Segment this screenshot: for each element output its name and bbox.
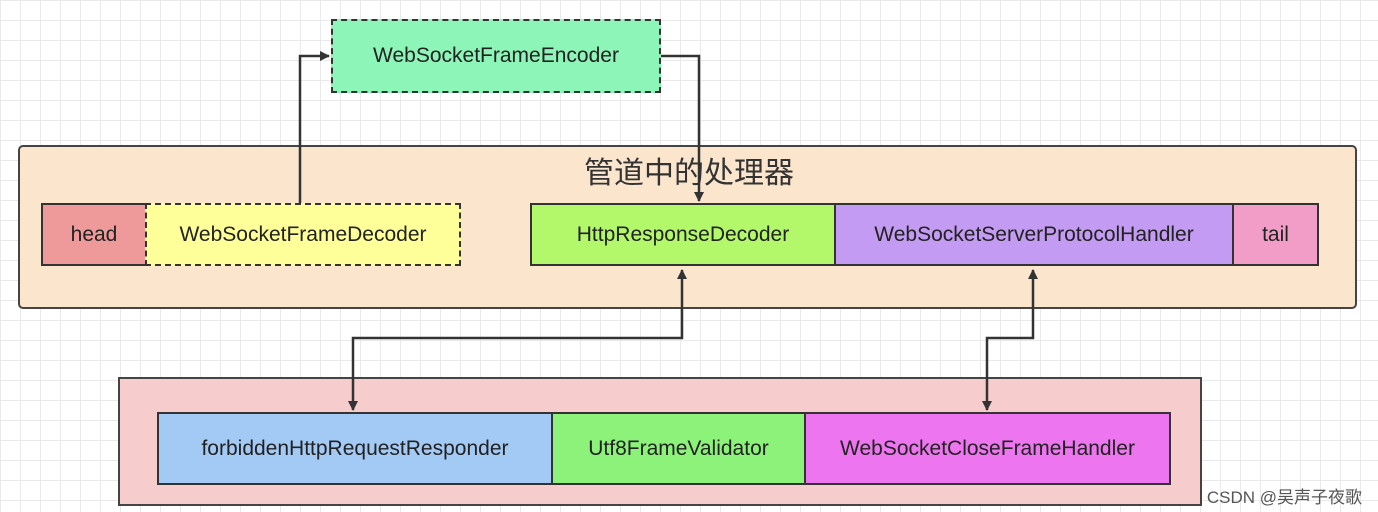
forbidden-http-request-responder: forbiddenHttpRequestResponder <box>157 412 553 485</box>
tail-handler: tail <box>1232 203 1319 266</box>
pipeline-title: 管道中的处理器 <box>584 157 794 190</box>
watermark: CSDN @吴声子夜歌 <box>1206 488 1362 507</box>
encoder-to-http-decoder-arrow <box>661 54 704 202</box>
http-decoder-to-forbidden-responder-arrow <box>348 269 687 411</box>
websocket-close-frame-handler: WebSocketCloseFrameHandler <box>804 412 1171 485</box>
decoder-to-encoder-arrow <box>298 51 330 203</box>
websocket-frame-encoder: WebSocketFrameEncoder <box>331 19 661 93</box>
utf8-frame-validator: Utf8FrameValidator <box>551 412 806 485</box>
head-handler: head <box>41 203 147 266</box>
websocket-server-protocol-handler: WebSocketServerProtocolHandler <box>834 203 1234 266</box>
websocket-frame-decoder: WebSocketFrameDecoder <box>145 203 461 266</box>
protocol-handler-to-close-frame-handler-arrow <box>982 269 1038 411</box>
